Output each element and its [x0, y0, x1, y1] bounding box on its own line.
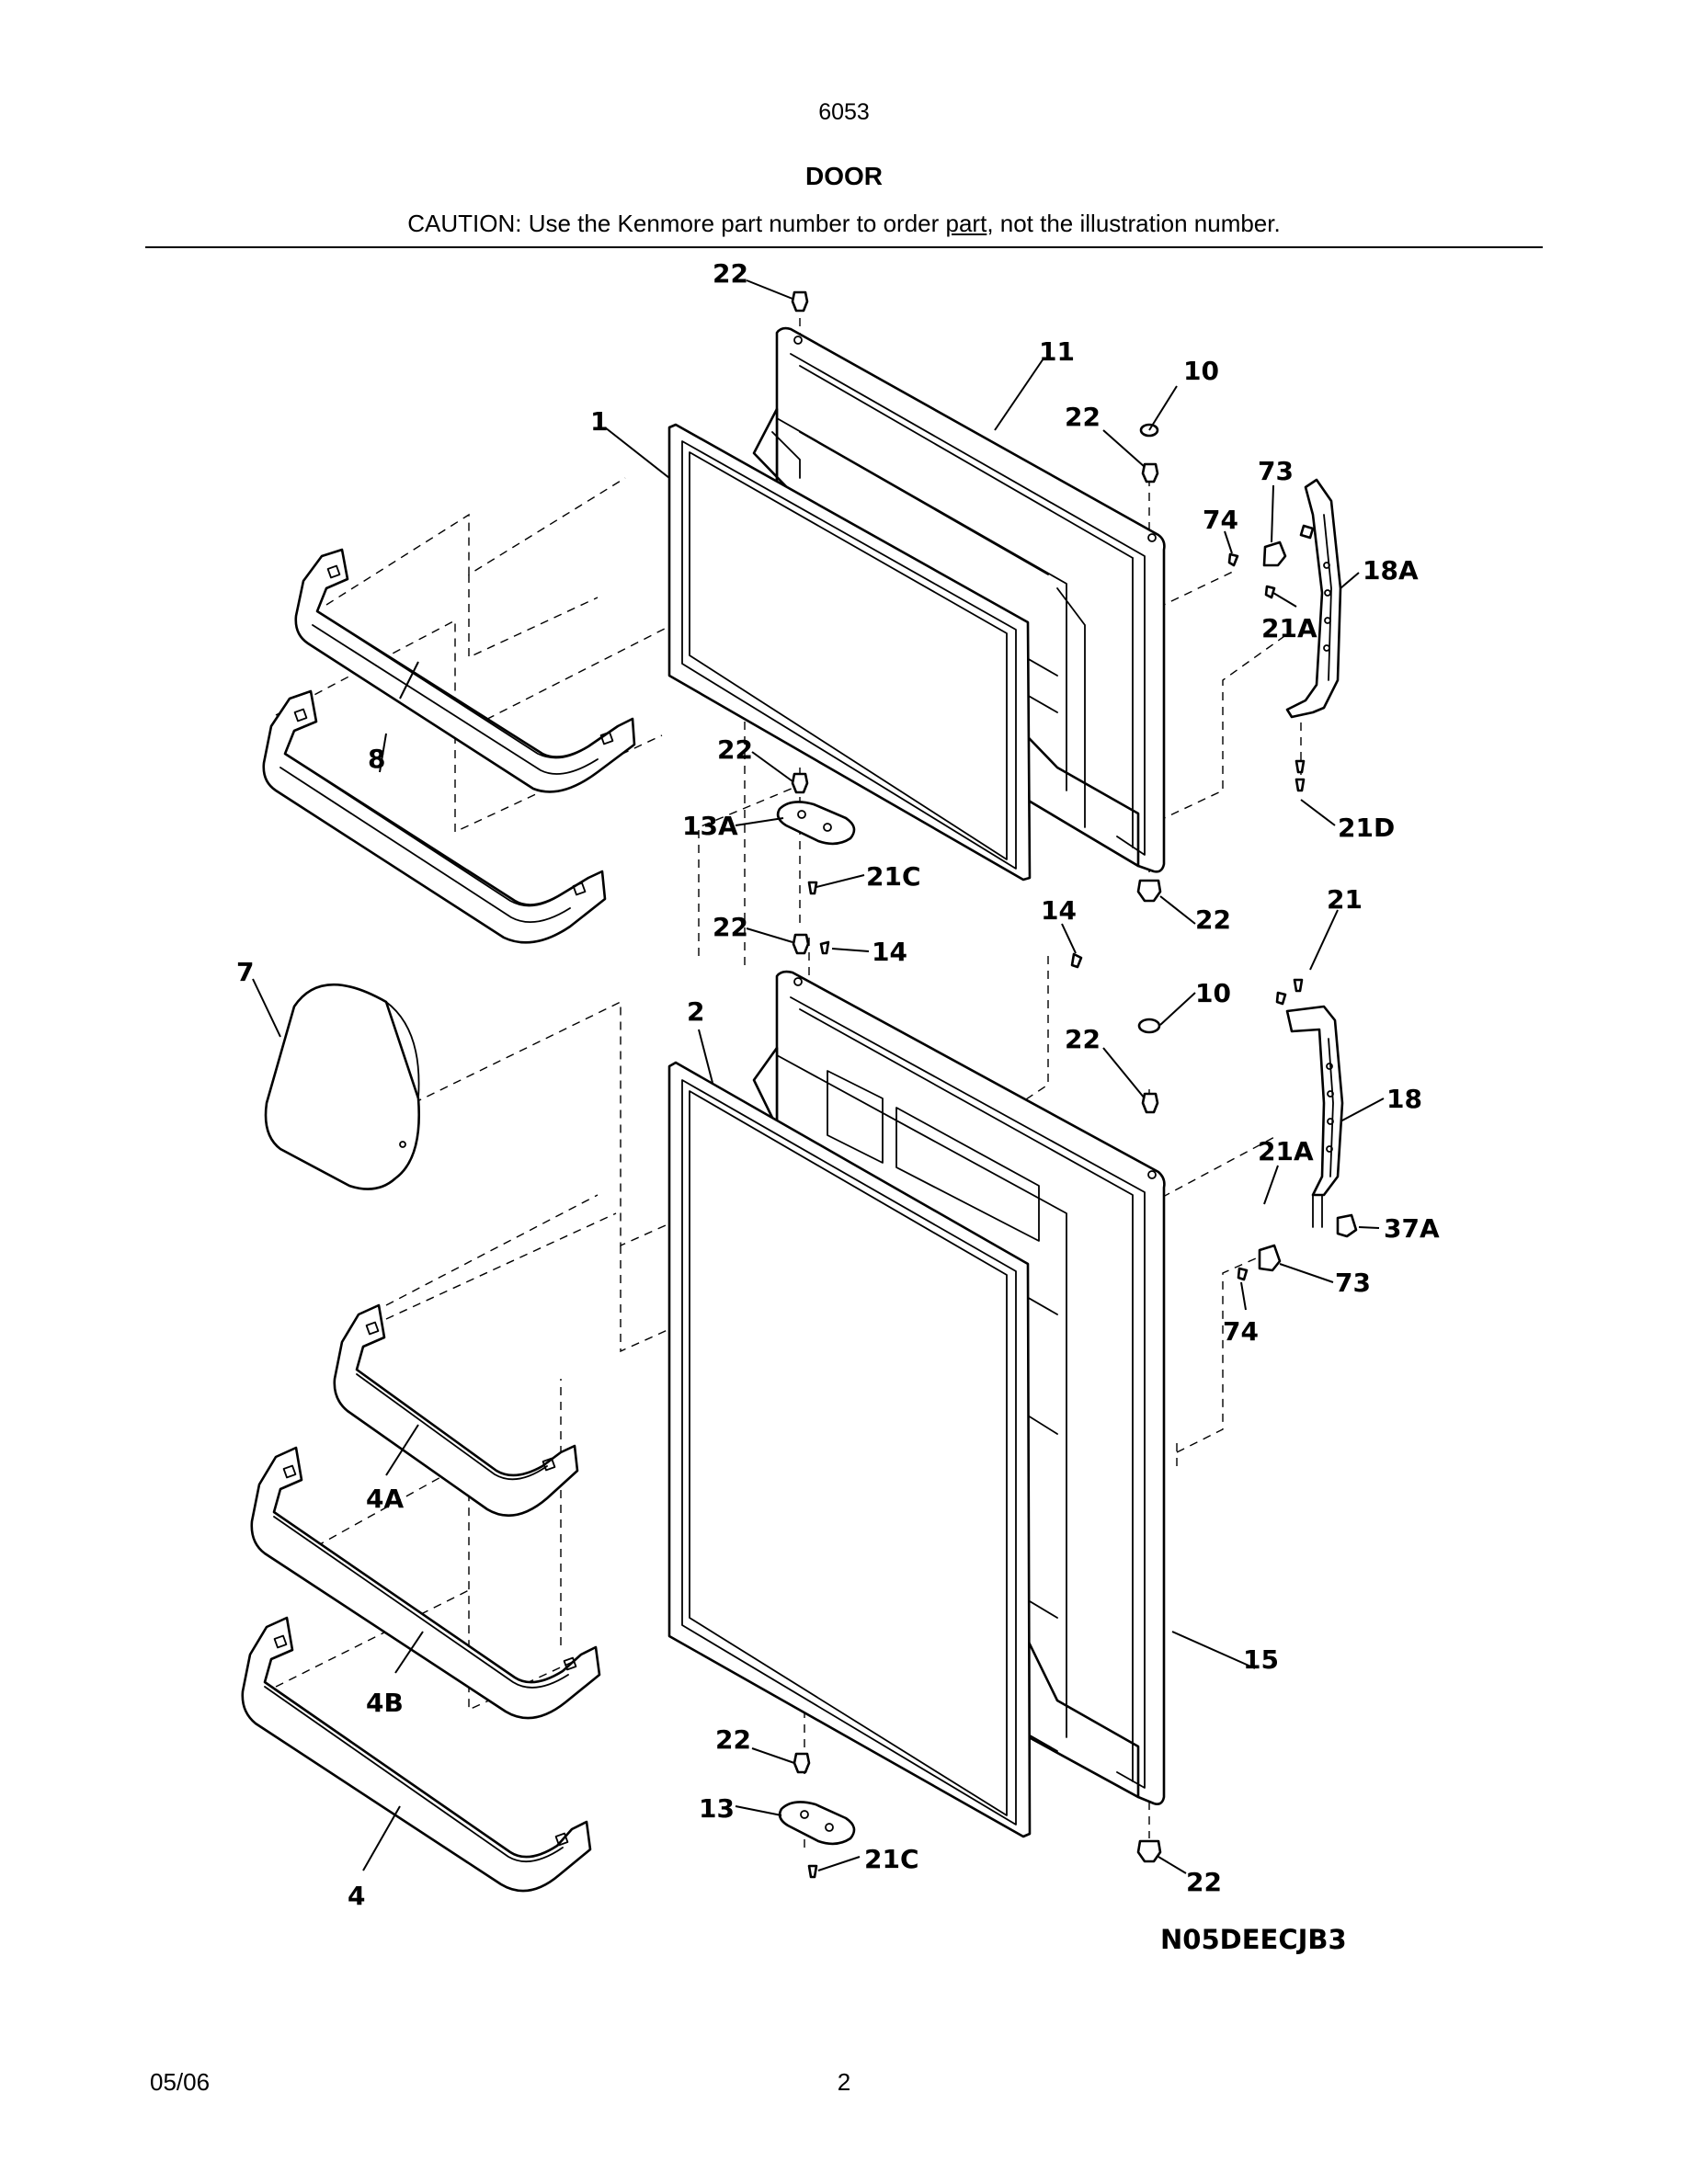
caution-text-underlined: part — [945, 210, 987, 237]
header-rule — [145, 246, 1543, 248]
diagram-code: N05DEECJB3 — [1160, 1924, 1347, 1955]
page-number: 2 — [837, 2068, 851, 2096]
dairy-bin-7 — [264, 983, 420, 1190]
callout-21C: 21C — [866, 861, 921, 892]
callout-10: 10 — [1195, 978, 1231, 1008]
callout-73: 73 — [1258, 456, 1294, 486]
callout-4A: 4A — [366, 1484, 404, 1514]
callout-22: 22 — [1195, 904, 1231, 935]
callout-14: 14 — [872, 937, 907, 967]
door-shelf-4A — [333, 1303, 579, 1517]
callout-18A: 18A — [1363, 555, 1419, 586]
callout-11: 11 — [1039, 336, 1075, 367]
callout-22: 22 — [1065, 1024, 1101, 1054]
callout-21C: 21C — [864, 1844, 919, 1874]
callout-22: 22 — [713, 258, 748, 289]
caution-text: CAUTION: Use the Kenmore part number to … — [0, 210, 1688, 238]
callout-7: 7 — [236, 957, 254, 987]
callout-15: 15 — [1243, 1644, 1279, 1675]
callout-labels: 22 11 10 22 1 73 74 18A 21A 8 22 13A 21C… — [236, 258, 1440, 1911]
door-shelf-4 — [241, 1616, 592, 1893]
freezer-door-shelf-8-lower — [262, 689, 607, 944]
hinge-13 — [778, 1801, 856, 1846]
caution-text-end: , not the illustration number. — [987, 210, 1281, 237]
callout-73: 73 — [1335, 1268, 1371, 1298]
fresh-food-gasket-2 — [667, 1061, 1032, 1838]
callout-13: 13 — [699, 1793, 735, 1824]
model-number: 6053 — [818, 99, 870, 125]
callout-21A: 21A — [1261, 613, 1317, 643]
caution-text-start: CAUTION: Use the Kenmore part number to … — [407, 210, 946, 237]
freezer-gasket-1 — [667, 423, 1032, 882]
callout-18: 18 — [1386, 1084, 1422, 1114]
hinge-13A — [776, 801, 856, 846]
callout-22: 22 — [1065, 402, 1101, 432]
callout-22: 22 — [715, 1724, 751, 1755]
callout-21A: 21A — [1258, 1136, 1314, 1166]
leader-lines — [252, 279, 1385, 1874]
door-shelf-4B — [250, 1446, 601, 1720]
callout-8: 8 — [368, 744, 385, 774]
callout-4B: 4B — [366, 1688, 404, 1718]
callout-2: 2 — [687, 996, 704, 1027]
callout-10: 10 — [1183, 356, 1219, 386]
callout-13A: 13A — [682, 811, 738, 841]
callout-37A: 37A — [1384, 1213, 1440, 1244]
freezer-door-shelf-8-upper — [294, 548, 636, 793]
fresh-food-handle-18 — [1237, 991, 1358, 1281]
freezer-handle-18A — [1262, 478, 1342, 719]
small-screws — [807, 552, 1306, 993]
page-title: DOOR — [805, 162, 883, 190]
callout-74: 74 — [1203, 505, 1238, 535]
footer-date: 05/06 — [150, 2068, 211, 2096]
callout-14: 14 — [1041, 895, 1077, 926]
callout-22: 22 — [717, 734, 753, 765]
callout-1: 1 — [590, 406, 608, 437]
callout-22: 22 — [1186, 1867, 1222, 1897]
callout-21: 21 — [1327, 884, 1363, 915]
callout-74: 74 — [1223, 1316, 1259, 1347]
callout-4: 4 — [348, 1881, 365, 1911]
callout-22: 22 — [713, 912, 748, 942]
callout-21D: 21D — [1338, 813, 1395, 843]
